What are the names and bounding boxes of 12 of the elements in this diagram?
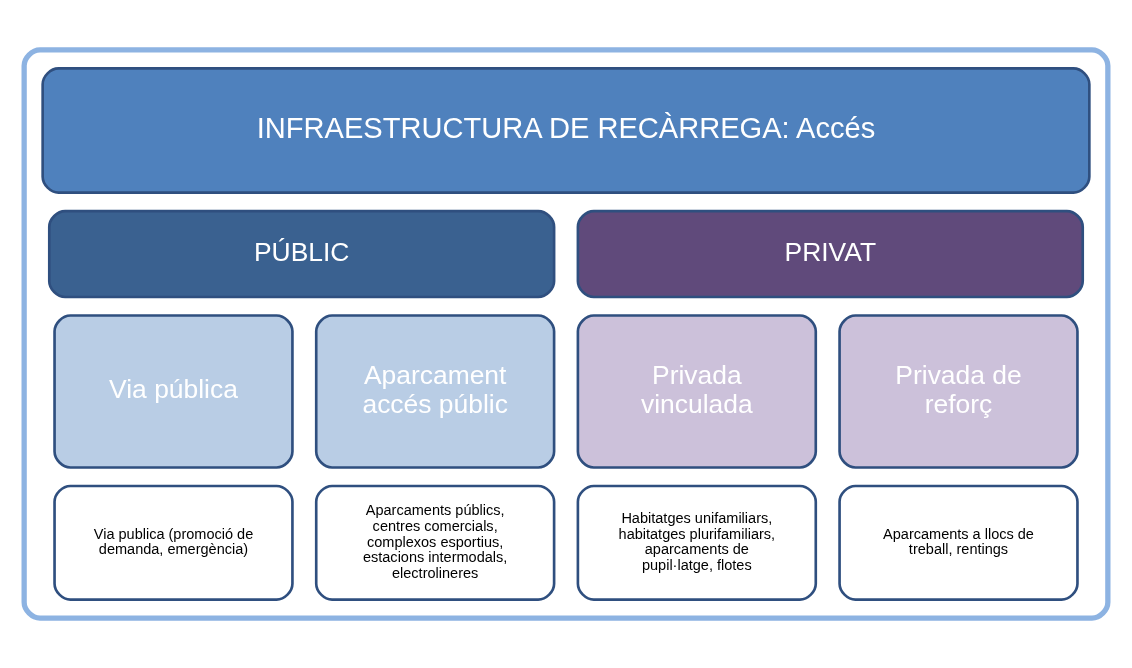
node-box: Via publica (promoció de demanda, emergència) — [53, 484, 294, 601]
node-box: Privada vinculada — [576, 314, 818, 469]
node-box: Habitatges unifamiliars, habitatges plurifamiliars, aparcaments de pupil·latge, flotes — [576, 484, 818, 601]
node-box: PRIVAT — [576, 209, 1085, 299]
node-box: PÚBLIC — [47, 209, 556, 299]
node-box: Aparcaments a llocs de treball, rentings — [838, 484, 1079, 601]
node-box: Privada de reforç — [838, 314, 1079, 469]
node-box: Aparcament accés públic — [314, 314, 556, 469]
node-box: Aparcaments públics, centres comercials, complexos esportius, estacions intermodals, electrolineres — [314, 484, 556, 601]
node-box: INFRAESTRUCTURA DE RECÀRREGA: Accés — [41, 67, 1091, 194]
cluster — [21, 47, 1111, 621]
node-box: Via pública — [53, 314, 294, 469]
